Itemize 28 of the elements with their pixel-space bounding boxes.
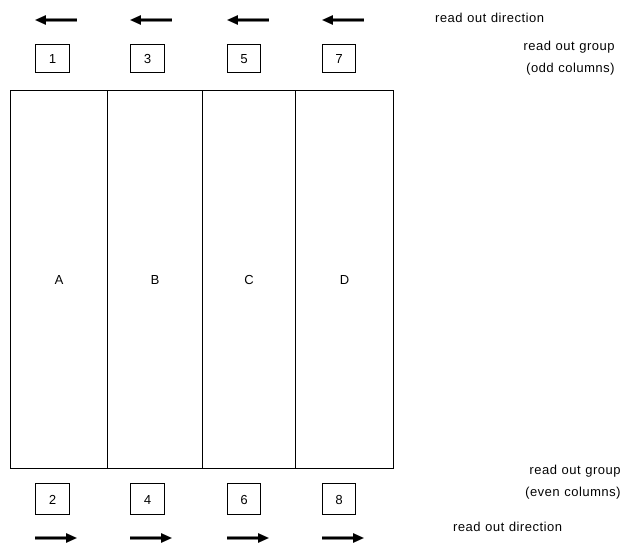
column-letter: B xyxy=(150,272,160,287)
column-letter: D xyxy=(340,272,350,287)
group-number-box xyxy=(130,483,165,515)
column-region xyxy=(107,90,203,469)
group-number: 8 xyxy=(335,492,343,506)
column-region xyxy=(202,90,296,469)
group-number: 4 xyxy=(144,492,152,506)
group-number: 7 xyxy=(335,51,343,66)
group-number: 6 xyxy=(240,492,248,506)
annotation-text: read out direction xyxy=(435,9,546,27)
annotation-text: read out direction xyxy=(453,518,564,536)
column-region xyxy=(10,90,108,469)
column-letter: C xyxy=(244,272,254,287)
group-number: 2 xyxy=(48,492,56,506)
group-number: 5 xyxy=(240,51,248,66)
group-number: 3 xyxy=(144,51,152,66)
group-number-box xyxy=(35,44,70,73)
group-number-box xyxy=(130,44,165,73)
group-number-box xyxy=(227,44,261,73)
group-number-box xyxy=(227,483,261,515)
column-letter: A xyxy=(54,272,64,287)
annotation-text: read out group (even columns) xyxy=(524,461,621,501)
group-number: 1 xyxy=(48,51,56,66)
group-number-box xyxy=(35,483,70,515)
annotation-text: read out group (odd columns) xyxy=(522,37,615,77)
group-number-box xyxy=(322,483,356,515)
group-number-box xyxy=(322,44,356,73)
column-region xyxy=(295,90,394,469)
